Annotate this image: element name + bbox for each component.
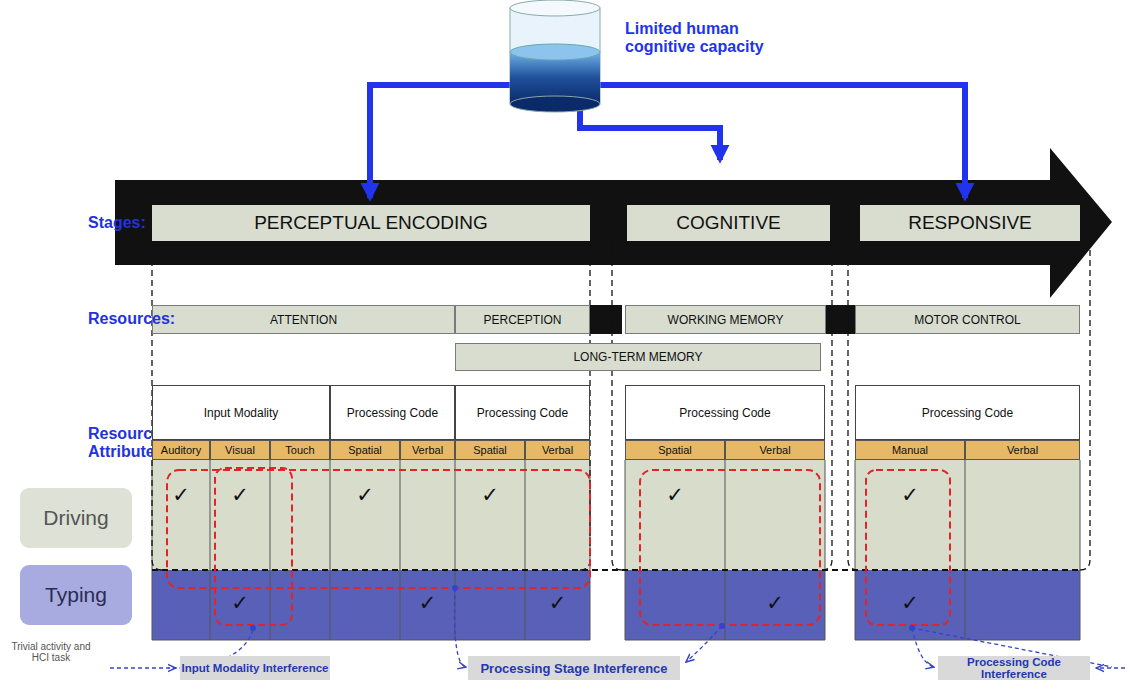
node-text: WORKING MEMORY (668, 313, 784, 327)
attribute-cell: Verbal (725, 440, 825, 460)
stage-box: RESPONSIVE (860, 205, 1080, 241)
label-text: Input Modality (204, 406, 279, 420)
column-header: Processing Code (330, 385, 455, 440)
label-text: Limited human cognitive capacity (625, 20, 810, 56)
check-mark: ✓ (330, 478, 400, 512)
task-tile: Typing (20, 565, 132, 625)
node-text: Driving (43, 506, 108, 530)
check-mark: ✓ (210, 586, 270, 620)
label-text: ✓ (766, 591, 784, 615)
check-mark: ✓ (725, 586, 825, 620)
row-label: Resource Attributes: (88, 423, 152, 463)
label-text: Spatial (348, 444, 382, 456)
check-mark: ✓ (210, 478, 270, 512)
label-text: ✓ (549, 591, 567, 615)
interference-label: Processing Stage Interference (468, 656, 680, 680)
attribute-cell: Auditory (152, 440, 210, 460)
column-header: Processing Code (625, 385, 825, 440)
label-text: Verbal (412, 444, 443, 456)
check-mark: ✓ (525, 586, 590, 620)
label-text: ✓ (481, 483, 499, 507)
attribute-cell: Verbal (400, 440, 455, 460)
check-mark: ✓ (152, 478, 210, 512)
label-text: ✓ (901, 591, 919, 615)
attribute-cell: Visual (210, 440, 270, 460)
check-mark: ✓ (455, 478, 525, 512)
label-text: Spatial (473, 444, 507, 456)
label-text: ✓ (231, 483, 249, 507)
task-tile: Driving (20, 488, 132, 548)
label-text: Verbal (759, 444, 790, 456)
node-text: PERCEPTION (483, 313, 561, 327)
node-text: RESPONSIVE (908, 212, 1032, 234)
label-text: ✓ (172, 483, 190, 507)
label-text: Auditory (161, 444, 201, 456)
check-mark: ✓ (400, 586, 455, 620)
attribute-cell: Spatial (455, 440, 525, 460)
label-text: Processing Code (922, 406, 1013, 420)
label-text: ✓ (666, 483, 684, 507)
node-text: Processing Stage Interference (480, 661, 667, 676)
note-text: Trivial activity and HCI task (10, 630, 92, 674)
label-text: Spatial (658, 444, 692, 456)
capacity-tank (510, 0, 600, 112)
label-text: Processing Code (477, 406, 568, 420)
node-text: Typing (45, 583, 107, 607)
label-text: ✓ (356, 483, 374, 507)
label-text: Verbal (542, 444, 573, 456)
resource-box: LONG-TERM MEMORY (455, 343, 821, 371)
resource-box: PERCEPTION (455, 305, 590, 334)
resource-box: MOTOR CONTROL (855, 305, 1080, 334)
label-text: Manual (892, 444, 928, 456)
label-text: Trivial activity and HCI task (10, 641, 92, 663)
check-mark: ✓ (625, 478, 725, 512)
interference-label: Processing Code Interference (938, 656, 1090, 680)
node-text: PERCEPTUAL ENCODING (254, 212, 488, 234)
node-text: Input Modality Interference (182, 662, 329, 674)
label-text: ✓ (901, 483, 919, 507)
column-header: Input Modality (152, 385, 330, 440)
label-text: ✓ (419, 591, 437, 615)
label-text: Stages: (88, 214, 146, 232)
capacity-label: Limited human cognitive capacity (625, 16, 810, 60)
node-text: Processing Code Interference (938, 656, 1090, 680)
stage-box: COGNITIVE (627, 205, 830, 241)
row-label: Resources: (88, 306, 188, 332)
node-text: LONG-TERM MEMORY (573, 350, 702, 364)
label-text: Visual (225, 444, 255, 456)
attribute-cell: Touch (270, 440, 330, 460)
attribute-cell: Spatial (625, 440, 725, 460)
node-text: COGNITIVE (676, 212, 781, 234)
column-header: Processing Code (855, 385, 1080, 440)
label-text: ✓ (231, 591, 249, 615)
attribute-cell: Manual (855, 440, 965, 460)
check-mark: ✓ (855, 478, 965, 512)
stage-box: PERCEPTUAL ENCODING (152, 205, 590, 241)
interference-label: Input Modality Interference (180, 656, 330, 680)
node-text: ATTENTION (270, 313, 337, 327)
resource-box: ATTENTION (152, 305, 455, 334)
check-mark: ✓ (855, 586, 965, 620)
label-text: Resources: (88, 310, 175, 328)
label-text: Touch (285, 444, 314, 456)
label-text: Verbal (1007, 444, 1038, 456)
label-text: Processing Code (679, 406, 770, 420)
attribute-cell: Spatial (330, 440, 400, 460)
node-text: MOTOR CONTROL (914, 313, 1020, 327)
row-label: Stages: (88, 210, 158, 236)
resource-box: WORKING MEMORY (625, 305, 826, 334)
label-text: Processing Code (347, 406, 438, 420)
attribute-cell: Verbal (525, 440, 590, 460)
column-header: Processing Code (455, 385, 590, 440)
attribute-cell: Verbal (965, 440, 1080, 460)
